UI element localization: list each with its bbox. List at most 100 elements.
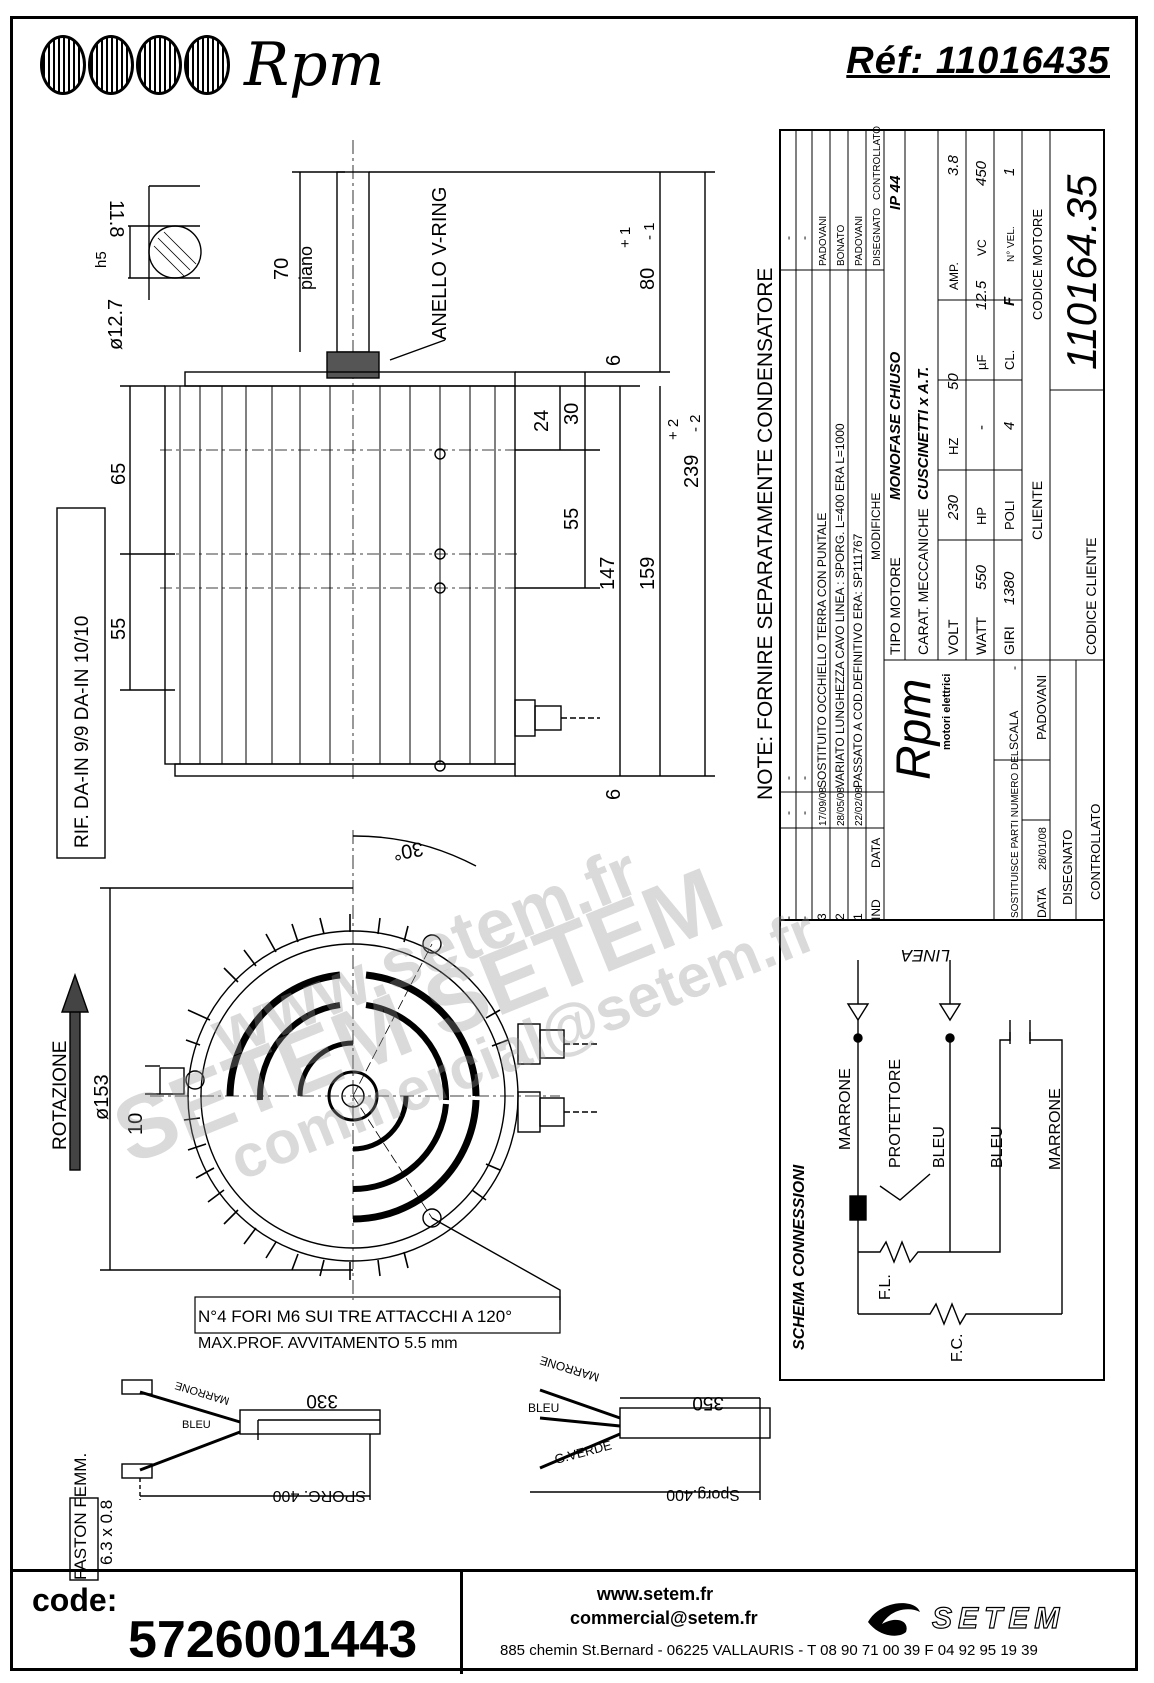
- code-label: code:: [32, 1582, 118, 1618]
- cl-value: F: [1001, 296, 1018, 306]
- rev-by: -: [781, 236, 795, 240]
- schema-title: SCHEMA CONNESSIONI: [791, 1164, 808, 1350]
- rev-by: -: [797, 236, 811, 240]
- dim-55-left: 55: [108, 618, 130, 640]
- rev-by: PADOVANI: [818, 216, 829, 266]
- data-label: DATA: [1035, 888, 1049, 918]
- nvel-label: N° VEL.: [1006, 226, 1017, 262]
- v-ring: [326, 351, 380, 379]
- hdr-disegnato: DISEGNATO: [872, 208, 883, 266]
- codice-motore-label: CODICE MOTORE: [1030, 209, 1045, 320]
- tol-80-dn: - 1: [641, 222, 658, 240]
- disegnato-value: PADOVANI: [1034, 675, 1049, 740]
- rev-ind: -: [797, 916, 811, 920]
- vc-label: VC: [975, 239, 989, 256]
- cl-label: CL.: [1002, 350, 1017, 370]
- watt-value: 550: [973, 564, 990, 590]
- rev-ind: 1: [851, 913, 865, 920]
- faston-label: FASTON FEMM.: [71, 1453, 90, 1580]
- v-ring-label: ANELLO V-RING: [429, 187, 451, 340]
- cable1-bleu: BLEU: [182, 1419, 211, 1431]
- hdr-ind: IND: [869, 899, 883, 920]
- rev-data: -: [781, 811, 795, 815]
- rev-data: -: [797, 811, 811, 815]
- website-link[interactable]: www.setem.fr: [596, 1584, 714, 1604]
- rev-text: VARIATO LUNGHEZZA CAVO LINEA : SPORG. L=…: [833, 423, 847, 788]
- cable2-marrone: MARRONE: [538, 1353, 601, 1384]
- drawing-frame: [10, 16, 1138, 1671]
- dim-153: ø153: [91, 1074, 113, 1120]
- uf-value: 12.5: [973, 280, 990, 310]
- tipo-motore: MONOFASE CHIUSO: [887, 351, 904, 500]
- rev-ind: 2: [833, 913, 847, 920]
- code-box: code: 5726001443: [10, 1572, 463, 1674]
- dim-239: 239: [681, 455, 703, 488]
- contact-block: www.setem.fr commercial@setem.fr: [570, 1582, 758, 1630]
- dim-65: 65: [108, 463, 130, 485]
- protettore-label: PROTETTORE: [887, 1059, 904, 1168]
- controllato-label: CONTROLLATO: [1088, 804, 1103, 900]
- schema-connessioni-box: [779, 919, 1105, 1381]
- dim-70: 70: [271, 258, 293, 280]
- rev-by: PADOVANI: [854, 216, 865, 266]
- note-capacitor: NOTE: FORNIRE SEPARATAMENTE CONDENSATORE: [754, 268, 777, 800]
- disegnato-label: DISEGNATO: [1060, 830, 1075, 905]
- amp-label: AMP.: [947, 262, 961, 290]
- cable2-bleu: BLEU: [528, 1401, 559, 1415]
- tol-h5: h5: [93, 251, 110, 268]
- rev-ind: 3: [815, 913, 829, 920]
- rpm-logo: Rpm: [40, 30, 384, 100]
- holes-note: N°4 FORI M6 SUI TRE ATTACCHI A 120°: [198, 1307, 512, 1326]
- dim-147: 147: [597, 557, 619, 590]
- fl-label: F.L.: [877, 1274, 894, 1300]
- code-value: 5726001443: [128, 1611, 418, 1669]
- carat-label: CARAT. MECCANICHE: [915, 508, 931, 655]
- rev-ind: -: [781, 916, 795, 920]
- hdr-modifiche: MODIFICHE: [869, 493, 883, 560]
- dim-55-right: 55: [561, 508, 583, 530]
- address: 885 chemin St.Bernard - 06225 VALLAURIS …: [500, 1642, 1038, 1659]
- cable2-length: 350: [692, 1392, 724, 1413]
- wire-marrone-1: MARRONE: [837, 1068, 854, 1150]
- dim-10: 10: [125, 1113, 147, 1135]
- rev-data: 28/05/08: [836, 787, 847, 826]
- piano-label: piano: [296, 246, 316, 290]
- rev-data: 22/02/08: [854, 787, 865, 826]
- uf-label: µF: [974, 355, 989, 370]
- amp-value: 3.8: [945, 154, 962, 176]
- watt-label: WATT: [973, 616, 989, 655]
- rev-text: PASSATO A COD.DEFINITIVO ERA: SP111767: [851, 533, 865, 788]
- coil-icon: [40, 35, 230, 95]
- rev-by: BONATO: [836, 224, 847, 266]
- sostituisce-label: SOSTITUISCE PARTI NUMERO DEL: [1010, 750, 1021, 918]
- volt-label: VOLT: [945, 619, 961, 655]
- email-link[interactable]: commercial@setem.fr: [570, 1608, 758, 1628]
- faston-size: 6.3 x 0.8: [97, 1500, 116, 1565]
- hdr-controllato: CONTROLLATO: [872, 126, 883, 200]
- rif-label: RIF. DA-IN 9/9 DA-IN 10/10: [72, 616, 93, 848]
- cable1-length: 330: [306, 1390, 338, 1411]
- rev-text: SOSTITUITO OCCHIELLO TERRA CON PUNTALE: [815, 513, 829, 788]
- poli-value: 4: [1001, 422, 1018, 430]
- brand-name: Rpm: [244, 30, 385, 100]
- dim-159: 159: [637, 557, 659, 590]
- tipo-motore-label: TIPO MOTORE: [887, 557, 903, 655]
- cable1-marrone: MARRONE: [174, 1379, 231, 1407]
- data-value: 28/01/08: [1037, 827, 1049, 870]
- wire-bleu-2: BLEU: [989, 1126, 1006, 1168]
- tol-80-up: + 1: [617, 227, 634, 248]
- tol-239-up: + 2: [665, 419, 682, 440]
- footer: code: 5726001443 www.setem.fr commercial…: [10, 1569, 1138, 1674]
- wire-marrone-2: MARRONE: [1047, 1088, 1064, 1170]
- reference-number: Réf: 11016435: [846, 40, 1110, 82]
- hz-value: 50: [945, 373, 962, 390]
- dim-24: 24: [531, 410, 553, 432]
- hdr-data: DATA: [869, 838, 883, 868]
- dim-6-top: 6: [603, 355, 625, 366]
- rev-data: 17/09/08: [818, 787, 829, 826]
- poli-label: POLI: [1002, 500, 1017, 530]
- motor-body: [164, 385, 516, 765]
- hz-label: HZ: [946, 438, 961, 455]
- rev-text: -: [797, 776, 811, 780]
- ip-rating: IP 44: [887, 175, 904, 210]
